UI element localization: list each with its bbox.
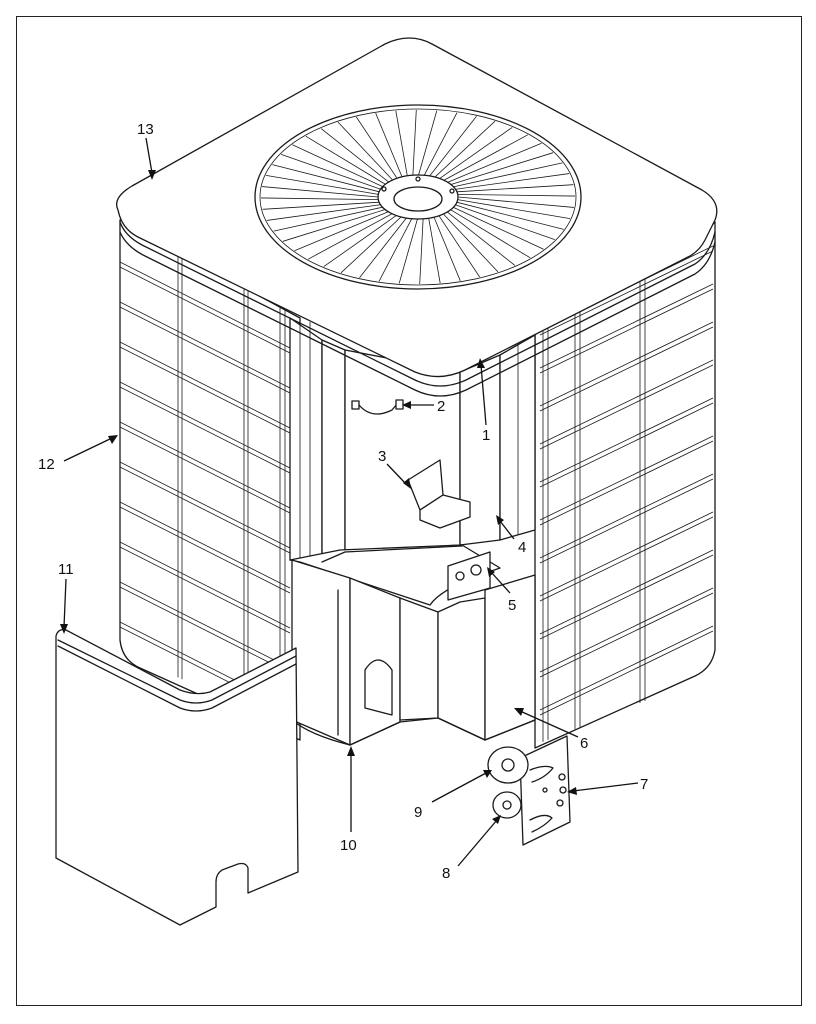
interior-compartment xyxy=(289,317,536,606)
part-11-side-panel xyxy=(55,628,299,926)
part-8-gasket xyxy=(492,791,522,819)
top-fan-guard xyxy=(115,37,718,397)
lower-access-panels xyxy=(291,559,536,746)
callout-labels: 13 12 11 1 2 3 4 5 6 7 9 8 10 xyxy=(38,121,648,882)
callout-11: 11 xyxy=(58,561,74,578)
callout-13: 13 xyxy=(137,121,154,138)
callout-3: 3 xyxy=(378,448,386,465)
callout-10: 10 xyxy=(340,837,357,854)
callout-12: 12 xyxy=(38,456,55,473)
callout-4: 4 xyxy=(518,539,526,556)
callout-7: 7 xyxy=(640,776,648,793)
part-5-plate xyxy=(447,551,491,601)
callout-9: 9 xyxy=(414,804,422,821)
drawing-frame xyxy=(16,16,802,1006)
part-9-gasket xyxy=(487,746,529,784)
callout-2: 2 xyxy=(437,398,445,415)
leader-arrows xyxy=(60,137,639,867)
right-coil-panel xyxy=(534,221,716,749)
part-3-bracket xyxy=(407,459,471,529)
part-7-plate xyxy=(519,735,571,846)
callout-8: 8 xyxy=(442,865,450,882)
callout-6: 6 xyxy=(580,735,588,752)
callout-5: 5 xyxy=(508,597,516,614)
part-2-clamp xyxy=(351,399,404,415)
callout-1: 1 xyxy=(482,427,490,444)
